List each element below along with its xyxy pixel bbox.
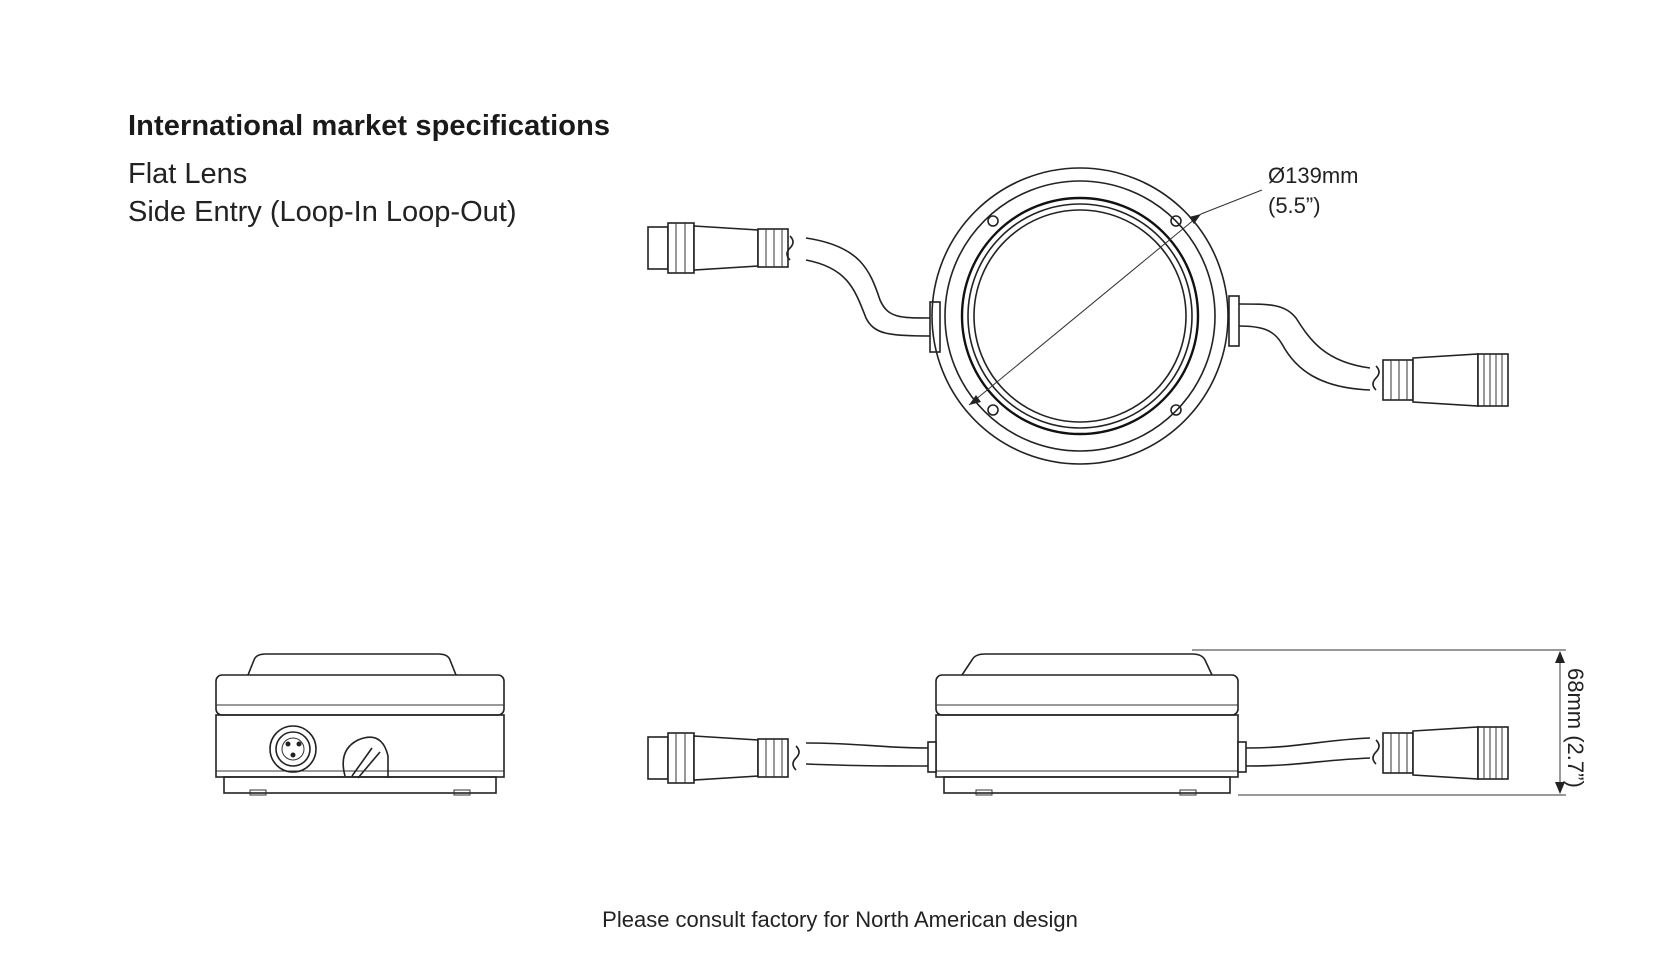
- end-view: [215, 653, 505, 796]
- top-view: Ø139mm (5.5”): [647, 163, 1509, 465]
- left-connector-side: [647, 732, 800, 784]
- diameter-mm-label: Ø139mm: [1268, 163, 1358, 188]
- spec-title: International market specifications: [128, 110, 611, 142]
- entry-type: Side Entry (Loop-In Loop-Out): [128, 196, 517, 228]
- side-view: 68mm (2.7”): [647, 649, 1588, 796]
- lens-type: Flat Lens: [128, 158, 248, 190]
- right-connector-side: [1372, 726, 1509, 780]
- diameter-in-label: (5.5”): [1268, 193, 1321, 218]
- left-connector-top: [647, 222, 794, 274]
- height-label: 68mm (2.7”): [1563, 668, 1588, 788]
- footer-note: Please consult factory for North America…: [602, 907, 1078, 932]
- right-connector-top: [1372, 353, 1509, 407]
